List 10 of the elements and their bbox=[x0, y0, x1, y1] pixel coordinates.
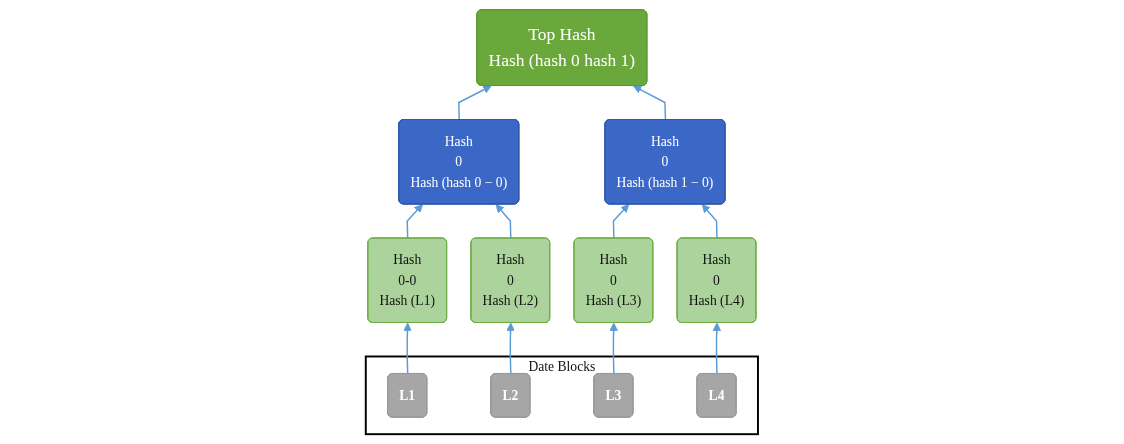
arrow bbox=[633, 85, 667, 121]
arrow bbox=[403, 322, 412, 375]
arrow bbox=[495, 204, 512, 240]
arrow bbox=[458, 85, 492, 121]
arrow bbox=[406, 204, 423, 240]
arrow bbox=[506, 322, 515, 375]
arrow bbox=[609, 322, 619, 375]
arrow bbox=[701, 204, 718, 240]
arrow bbox=[612, 204, 630, 240]
arrow bbox=[712, 322, 722, 375]
